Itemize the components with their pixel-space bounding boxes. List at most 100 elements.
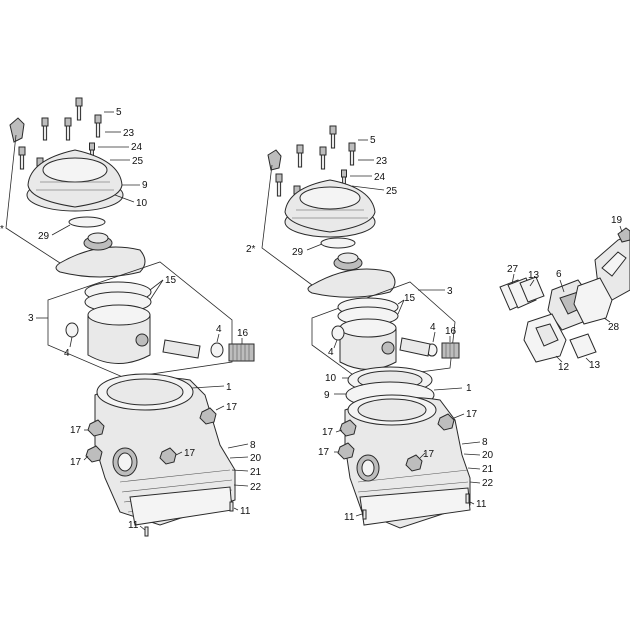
- piston-kit-frame-b: [311, 281, 456, 381]
- callout-b-17-2: 17: [322, 427, 334, 438]
- stud-11-a1: [144, 526, 149, 537]
- callout-a-17-3: 17: [70, 457, 82, 468]
- callout-c-19: 19: [611, 215, 623, 226]
- callout-a-4-right: 4: [216, 324, 222, 335]
- callout-a-23: 23: [123, 128, 135, 139]
- callout-b-2star: 2*: [246, 244, 256, 255]
- callout-a-4-left: 4: [64, 348, 70, 359]
- spark-plug-a: [9, 117, 25, 143]
- callouts-b: 5 23 24 25 2* 29 15 3 4 4 16 10 9 1 17 1…: [246, 135, 494, 523]
- callout-b-3: 3: [447, 286, 453, 297]
- spark-plug-b: [267, 149, 282, 171]
- clamp-19: [617, 227, 630, 243]
- cylinder-head-a: [26, 149, 124, 212]
- nut-17-b4: [405, 454, 423, 472]
- circlip-right-a: [210, 342, 224, 358]
- callout-b-10: 10: [325, 373, 337, 384]
- piston-a: [87, 304, 151, 364]
- reed-stopper-13-top: [519, 276, 545, 303]
- head-gasket-b: [307, 252, 396, 298]
- needle-bearing-b: [441, 342, 460, 359]
- callout-b-4-left: 4: [328, 347, 334, 358]
- nut-17-a3: [85, 445, 103, 463]
- callout-a-5: 5: [116, 107, 122, 118]
- leader-lines-a: [36, 111, 249, 531]
- nut-17-b1: [437, 413, 455, 431]
- circlip-left-b: [331, 325, 345, 341]
- head-bolts-b: [275, 125, 356, 209]
- callout-a-9: 9: [142, 180, 148, 191]
- callout-c-13-bottom: 13: [589, 360, 601, 371]
- callout-a-star: *: [0, 224, 4, 235]
- callout-b-11-1: 11: [344, 512, 355, 523]
- stud-11-a2: [229, 501, 234, 512]
- head-gasket-a: [55, 232, 146, 278]
- callout-b-20: 20: [482, 450, 494, 461]
- callout-b-5: 5: [370, 135, 376, 146]
- assembly-b: 5 23 24 25 2* 29 15 3 4 4 16 10 9 1 17 1…: [246, 125, 494, 529]
- callouts-c: 19 27 13 6 28 12 13: [507, 215, 623, 373]
- callout-a-17-4: 17: [184, 448, 196, 459]
- callout-b-15: 15: [404, 293, 416, 304]
- stud-11-b1: [362, 509, 367, 520]
- piston-b: [339, 318, 397, 370]
- nut-17-b2: [339, 419, 357, 437]
- nut-17-b3: [337, 442, 355, 460]
- star-group-lead-a: [5, 134, 61, 264]
- callout-c-6: 6: [556, 269, 562, 280]
- stud-11-b2: [465, 493, 470, 504]
- callout-a-25: 25: [132, 156, 144, 167]
- callout-a-3: 3: [28, 313, 34, 324]
- needle-bearing-a: [228, 343, 255, 362]
- callout-b-29: 29: [292, 247, 304, 258]
- nut-17-a4: [159, 447, 177, 465]
- gasket-28: [573, 277, 613, 325]
- callout-c-13-top: 13: [528, 270, 540, 281]
- callout-b-17-4: 17: [423, 449, 435, 460]
- circlip-left-a: [65, 322, 79, 338]
- reed-stopper-13-bottom: [569, 333, 597, 359]
- callout-a-8: 8: [250, 440, 256, 451]
- assembly-c-reed-valve: 19 27 13 6 28 12 13: [499, 215, 630, 373]
- piston-kit-frame-a: [47, 261, 233, 379]
- callout-a-15: 15: [165, 275, 177, 286]
- callout-a-11-2: 11: [240, 506, 251, 517]
- callout-b-1: 1: [466, 383, 472, 394]
- callout-a-22: 22: [250, 482, 262, 493]
- callout-b-25: 25: [386, 186, 398, 197]
- callout-a-20: 20: [250, 453, 262, 464]
- o-ring-29-a: [68, 216, 106, 228]
- leader-lines-b: [306, 139, 481, 517]
- callout-b-16: 16: [445, 326, 457, 337]
- o-ring-29-b: [320, 237, 356, 249]
- callout-b-17-3: 17: [318, 447, 330, 458]
- callout-b-4-right: 4: [430, 322, 436, 333]
- callout-b-11-2: 11: [476, 499, 487, 510]
- callout-b-17-1: 17: [466, 409, 478, 420]
- callout-a-24: 24: [131, 142, 143, 153]
- callout-b-8: 8: [482, 437, 488, 448]
- callout-a-17-1: 17: [226, 402, 238, 413]
- callout-a-1: 1: [226, 382, 232, 393]
- star-group-lead-b: [261, 164, 313, 286]
- piston-pin-b: [399, 337, 431, 357]
- callout-a-16: 16: [237, 328, 249, 339]
- piston-pin-a: [162, 339, 201, 359]
- callout-b-9: 9: [324, 390, 330, 401]
- callout-a-11-1: 11: [128, 520, 139, 531]
- callout-b-22: 22: [482, 478, 494, 489]
- assembly-a: 5 23 24 25 9 10 29 * 15 3 4 4 16 1 17 17…: [0, 97, 262, 537]
- callout-b-24: 24: [374, 172, 386, 183]
- nut-17-a1: [199, 407, 217, 425]
- callout-c-12: 12: [558, 362, 570, 373]
- callout-c-27: 27: [507, 264, 519, 275]
- callout-b-23: 23: [376, 156, 388, 167]
- callout-a-10: 10: [136, 198, 148, 209]
- callout-a-21: 21: [250, 467, 262, 478]
- cylinder-head-b: [284, 179, 376, 238]
- callout-b-21: 21: [482, 464, 494, 475]
- callout-a-29: 29: [38, 231, 50, 242]
- callout-a-17-2: 17: [70, 425, 82, 436]
- callouts-a: 5 23 24 25 9 10 29 * 15 3 4 4 16 1 17 17…: [0, 107, 262, 531]
